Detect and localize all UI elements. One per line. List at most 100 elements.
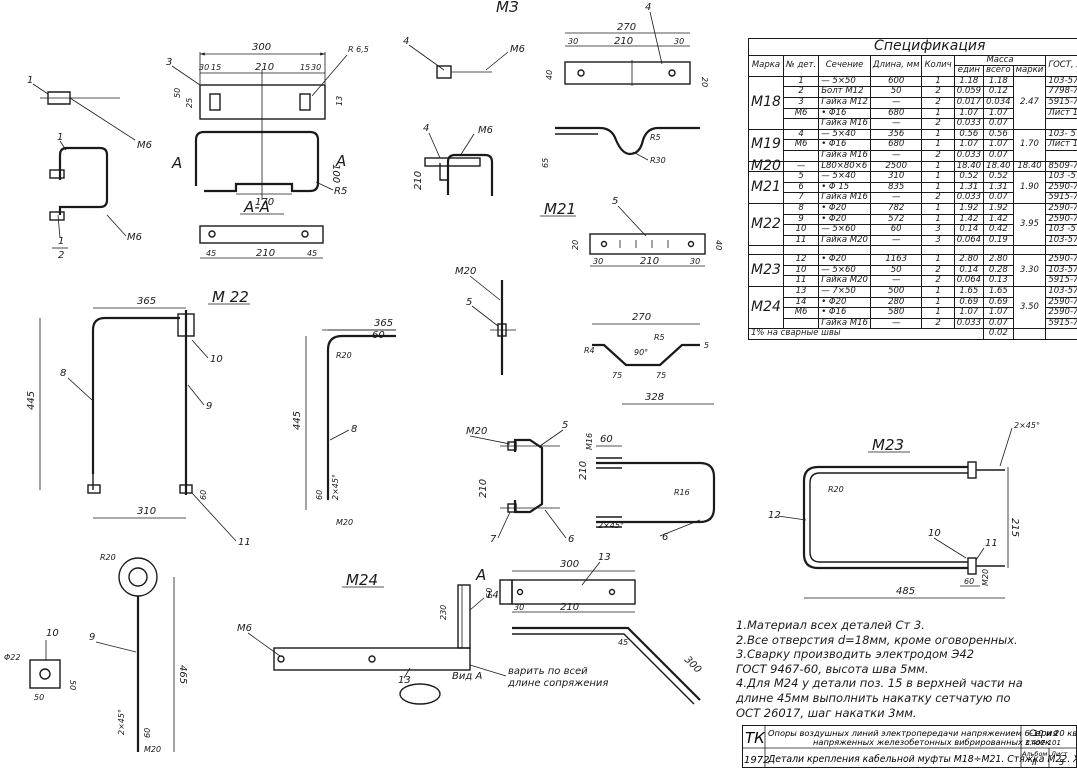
spec-cell: 0.033 — [953, 149, 985, 162]
title-year: 1972 — [744, 755, 769, 766]
spec-cell: 1.07 — [953, 139, 985, 151]
spec-cell: 1.92 — [953, 202, 985, 215]
m19-dim-65: 65 — [541, 158, 550, 168]
spec-mass-mark-cell: 2.47 — [1012, 75, 1047, 130]
spec-cell: 0.064 — [953, 234, 985, 247]
spec-gost-cell: 103-57 — [1045, 75, 1077, 88]
m18-dim-15b: 15 — [300, 63, 310, 72]
spec-cell: 835 — [869, 181, 923, 194]
spec-cell: 2.80 — [983, 254, 1014, 266]
title-sheet-value: 5 — [1059, 758, 1064, 767]
section-aa-dim-210: 210 — [256, 248, 275, 259]
part10-dim-50a: 50 — [34, 693, 44, 702]
spec-cell: 1.07 — [953, 107, 985, 120]
m19-callout-4b: 4 — [423, 123, 429, 134]
m21-callout-m20b: М20 — [466, 426, 487, 437]
spec-cell: 10 — [782, 264, 820, 277]
spec-cell: — 5×60 — [818, 264, 871, 277]
spec-cell: 0.07 — [983, 317, 1014, 330]
spec-cell: 0.56 — [983, 128, 1014, 141]
spec-mark-cell: М21 — [748, 171, 784, 204]
spec-gost-cell: 2590-71 — [1045, 202, 1077, 215]
m21-dim-75b: 75 — [656, 371, 666, 380]
spec-cell: Гайка М12 — [818, 96, 871, 109]
m23-dim-m20: М20 — [981, 569, 990, 586]
spec-header-section: Сечение — [818, 54, 871, 77]
spec-mark-cell: М18 — [748, 75, 784, 130]
spec-header-mark: Марка — [748, 54, 784, 77]
spec-mass-mark-cell: 1.70 — [1012, 128, 1047, 162]
spec-mark-cell: М23 — [748, 254, 784, 288]
spec-spacer-row — [748, 245, 1077, 256]
note-line: ОСТ 26017, шаг накатки 3мм. — [736, 705, 917, 720]
spec-mass-mark-cell: 1.90 — [1012, 171, 1047, 204]
spec-cell: — — [869, 234, 923, 247]
spec-gost-cell: 5915-70 — [1045, 96, 1077, 109]
spec-cell — [782, 149, 820, 162]
m18-dim-25: 25 — [185, 98, 194, 108]
m22-title: М 22 — [212, 288, 249, 306]
spec-cell: — 5×40 — [818, 128, 871, 141]
m24-dim-300: 300 — [560, 559, 579, 570]
spec-cell: 1.07 — [983, 307, 1014, 319]
spec-cell: 1.07 — [983, 107, 1014, 120]
m18-dim-r65: R 6,5 — [348, 45, 369, 54]
spec-mass-mark-cell: 3.30 — [1012, 254, 1047, 288]
m18-section-a-left: А — [171, 154, 182, 172]
spec-header-mass-mark: марки — [1012, 65, 1047, 77]
m24-callout-13a: 13 — [398, 675, 411, 686]
m18-dim-50: 50 — [173, 88, 182, 98]
title-sheet-label: Лист — [1050, 750, 1068, 758]
spec-cell: — — [782, 160, 820, 173]
m18-callout-1c: 3 — [166, 57, 172, 68]
m18-dim-13: 13 — [335, 96, 344, 106]
section-aa-dim-45b: 45 — [307, 249, 317, 258]
spec-cell: 1.42 — [953, 213, 985, 226]
spec-cell: — 5×50 — [818, 75, 871, 88]
spec-cell: 1163 — [869, 254, 923, 266]
spec-gost-cell: 103-57 — [1045, 286, 1077, 298]
spec-cell: 2 — [921, 86, 955, 98]
m21-dim-60: 60 — [600, 434, 613, 445]
m22-callout-9: 9 — [206, 401, 212, 412]
spec-cell: 0.034 — [983, 96, 1014, 109]
spec-cell: 1 — [782, 75, 820, 88]
spec-cell: 0.07 — [983, 118, 1014, 130]
spec-cell: 0.14 — [953, 224, 985, 236]
spec-cell: 2.80 — [953, 254, 985, 266]
spec-gost-cell: 7798-72 — [1045, 86, 1077, 98]
spec-cell: 9 — [782, 213, 820, 226]
spec-cell: 2 — [921, 317, 955, 330]
spec-cell: 10 — [782, 224, 820, 236]
m24-callout-14: 14 — [486, 590, 499, 601]
m21-dim-30b: 30 — [690, 257, 700, 266]
part9-dim-chamfer: 2×45° — [117, 709, 126, 735]
part9-dim-r20: R20 — [100, 553, 116, 562]
spec-cell: Гайка М16 — [818, 317, 871, 330]
spec-cell: 0.56 — [953, 128, 985, 141]
m19-dim-210: 210 — [413, 171, 424, 190]
m21-dim-270: 270 — [632, 312, 651, 323]
m22-dim-310: 310 — [137, 506, 156, 517]
spec-cell: 2 — [921, 96, 955, 109]
m18-section-a-right: А — [335, 152, 346, 170]
spec-cell: 1.65 — [953, 286, 985, 298]
spec-cell: — — [869, 96, 923, 109]
spec-cell: — — [869, 118, 923, 130]
m24-callout-m6: М6 — [237, 623, 252, 634]
spec-cell: 0.69 — [953, 296, 985, 309]
m24-dim-210: 210 — [560, 602, 579, 613]
spec-cell: М6 — [782, 107, 820, 120]
m18-dim-30b: 30 — [311, 63, 321, 72]
m21-dim-m16: М16 — [585, 433, 594, 450]
m18-callout-m6b: М6 — [127, 232, 142, 243]
spec-cell: 1 — [921, 171, 955, 183]
m21-title: М21 — [544, 200, 576, 218]
m19-dim-270: 270 — [617, 22, 636, 33]
m19-dim-40: 40 — [545, 70, 554, 80]
